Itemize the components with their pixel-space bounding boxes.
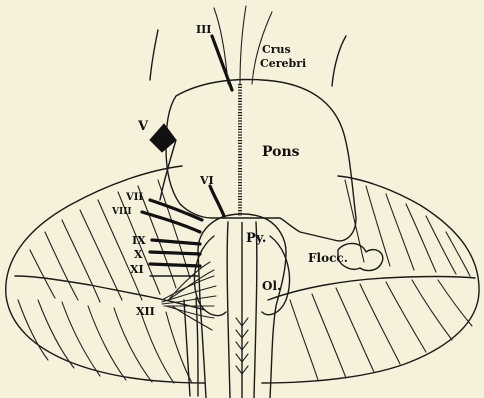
cerebellum-folia-right bbox=[290, 180, 472, 380]
label-nerve-ix: IX bbox=[132, 234, 146, 247]
pyramid-left-border bbox=[227, 222, 230, 398]
cerebellum-inner-left bbox=[15, 276, 205, 310]
label-nerve-xii: XII bbox=[136, 305, 155, 318]
nerve-v bbox=[150, 124, 176, 152]
cerebellum-folia-left bbox=[18, 180, 192, 383]
crus-cerebri-right bbox=[332, 36, 346, 86]
label-nerve-xi: XI bbox=[130, 263, 144, 276]
label-olive: Ol. bbox=[262, 279, 281, 293]
label-nerve-v: V bbox=[137, 119, 149, 134]
crus-fiber-2 bbox=[240, 6, 246, 84]
cerebellum-left-hemisphere bbox=[6, 166, 205, 383]
label-crus: Crus bbox=[262, 43, 291, 56]
label-nerve-vi: VI bbox=[199, 174, 214, 187]
label-nerve-x: X bbox=[134, 248, 143, 261]
label-pyramid: Py. bbox=[246, 231, 266, 246]
nerve-x bbox=[150, 252, 200, 254]
pyramid-right-border bbox=[254, 222, 257, 398]
label-flocculus: Flocc. bbox=[308, 251, 348, 265]
nerve-xi bbox=[150, 264, 200, 266]
label-nerve-viii: VIII bbox=[111, 207, 132, 217]
label-nerve-vii: VII bbox=[125, 192, 143, 203]
labels: III Crus Cerebri Pons V VI VII VIII IX X… bbox=[111, 23, 348, 318]
crus-cerebri-left bbox=[150, 30, 158, 80]
label-cerebri: Cerebri bbox=[260, 57, 306, 70]
nerve-vi bbox=[210, 186, 224, 216]
medulla-outline bbox=[198, 220, 216, 398]
label-pons: Pons bbox=[262, 144, 300, 160]
nerve-xii bbox=[162, 262, 216, 396]
label-nerve-iii: III bbox=[196, 23, 211, 36]
nerve-ix bbox=[152, 240, 200, 244]
